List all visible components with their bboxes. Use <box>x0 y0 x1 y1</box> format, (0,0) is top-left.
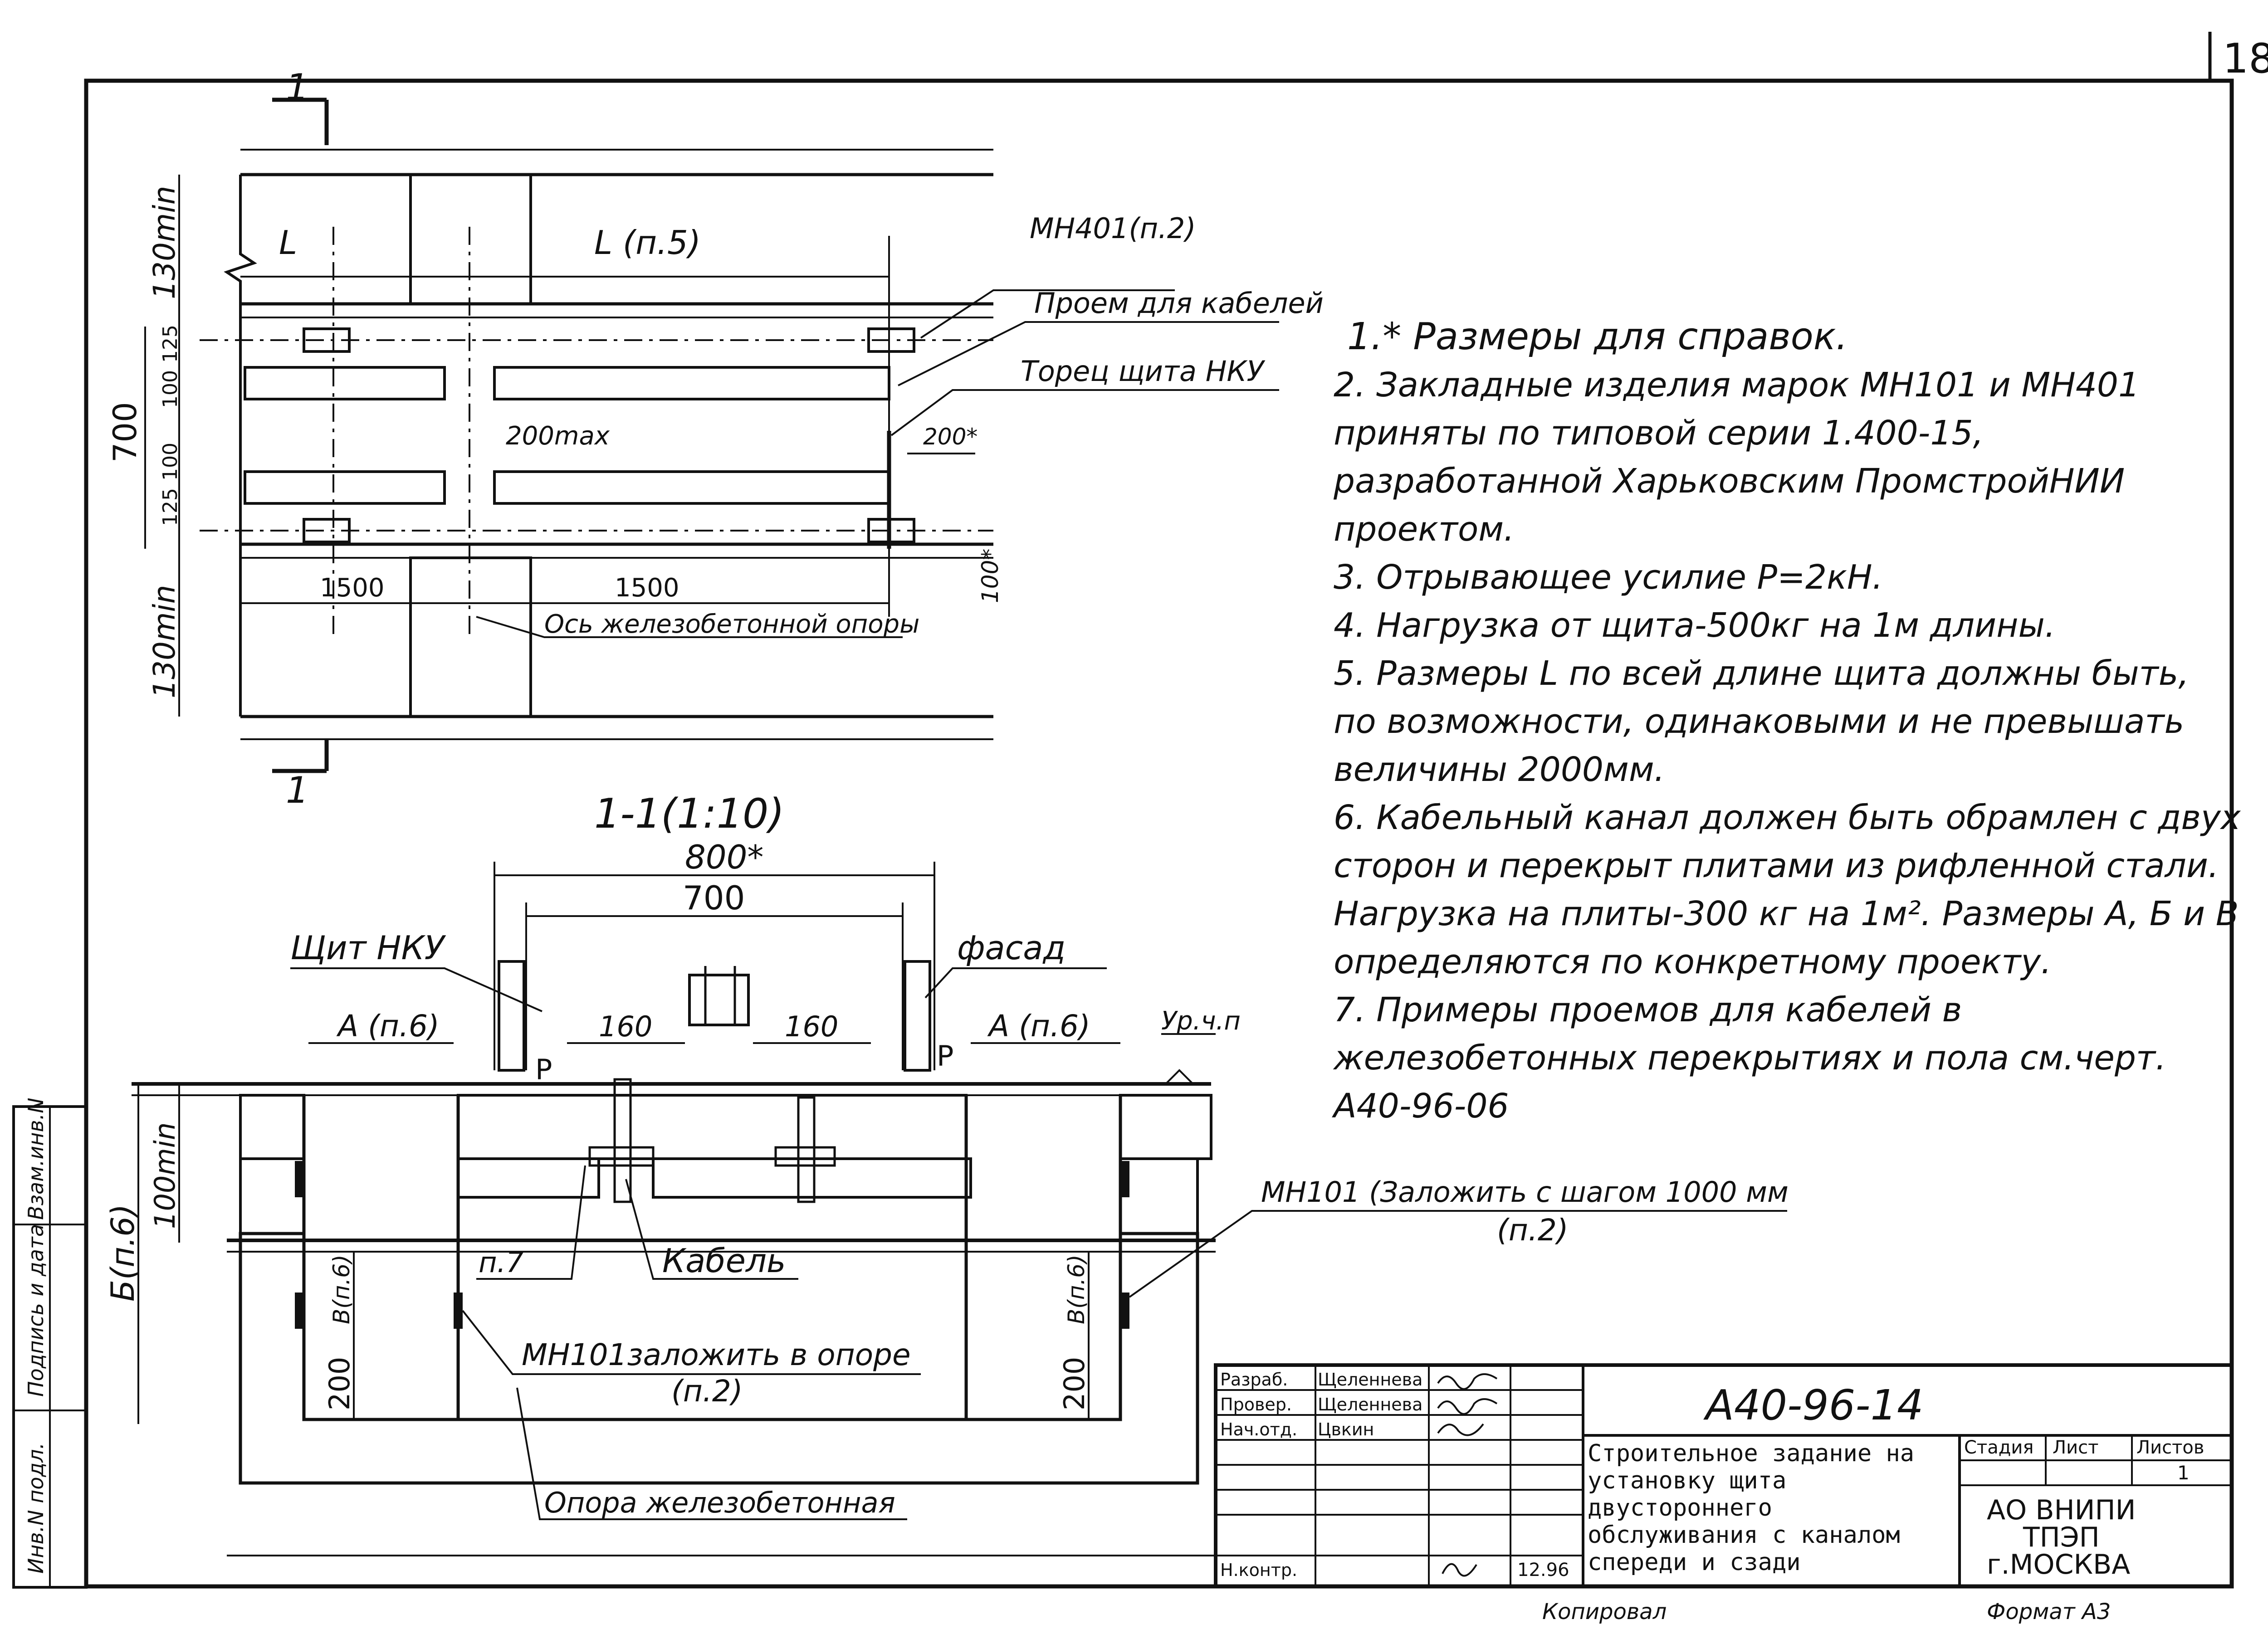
sheet-frame <box>84 78 2234 1589</box>
col-sheet: Лист <box>2053 1437 2098 1458</box>
signature-developer <box>1437 1373 1498 1390</box>
plan-dim-125b: 125 <box>159 488 182 526</box>
signature-head <box>1437 1423 1484 1436</box>
name-head: Цвкин <box>1318 1419 1374 1439</box>
note-4: 4. Нагрузка от щита-500кг на 1м длины. <box>1334 606 2056 645</box>
org-line-2: ТПЭП <box>2023 1522 2100 1553</box>
role-checker: Провер. <box>1220 1395 1292 1415</box>
section-label-mn101-step-ref: (п.2) <box>1497 1213 1569 1248</box>
role-developer: Разраб. <box>1220 1370 1288 1390</box>
name-developer: Щеленнева <box>1318 1370 1422 1390</box>
section-dim-160-left: 160 <box>599 1010 652 1043</box>
side-stamp: Взам.инв.N Подпись и дата Инв.N подл. <box>12 1097 88 1589</box>
note-1: 1.* Размеры для справок. <box>1347 315 1848 358</box>
section-label-p-right: P <box>937 1039 953 1073</box>
section-title: 1-1(1:10) <box>594 790 784 838</box>
section-label-mn101-support: МН101заложить в опоре <box>522 1337 911 1372</box>
org-line-3: г.МОСКВА <box>1987 1549 2130 1580</box>
signature-norm <box>1442 1563 1477 1577</box>
plan-label-100star: 100* <box>977 549 1003 603</box>
role-head: Нач.отд. <box>1220 1419 1297 1439</box>
section-dim-200-left: 200 <box>323 1357 356 1410</box>
sheet-number: 18 <box>2223 35 2268 83</box>
side-stamp-sign-date: Подпись и дата <box>24 1224 48 1397</box>
plan-dim-1500-right: 1500 <box>615 573 679 603</box>
plan-label-L-p5: L (п.5) <box>594 224 701 262</box>
plan-dim-1500-left: 1500 <box>320 573 385 603</box>
section-label-a-right: А (п.6) <box>987 1009 1090 1044</box>
plan-dim-100a: 100 <box>159 370 182 408</box>
title-code: А40-96-14 <box>1703 1381 1924 1429</box>
section-label-level: Ур.ч.п <box>1161 1006 1241 1036</box>
plan-label-mn401: МН401(п.2) <box>1030 212 1196 245</box>
section-label-concrete-support: Опора железобетонная <box>544 1486 895 1519</box>
plan-dim-130min-top: 130min <box>147 186 182 299</box>
section-label-v-left: В(п.6) <box>328 1254 355 1324</box>
section-dim-200-right: 200 <box>1058 1357 1091 1410</box>
plan-label-cable-opening: Проем для кабелей <box>1034 287 1324 320</box>
note-2: 2. Закладные изделия марок МН101 и МН401… <box>1334 366 2140 549</box>
section-label-p-left: P <box>535 1053 552 1086</box>
section-label-b-p6: Б(п.6) <box>104 1204 142 1302</box>
col-sheets: Листов <box>2136 1437 2204 1458</box>
plan-label-support-axis: Ось железобетонной опоры <box>544 610 919 639</box>
name-checker: Щеленнева <box>1318 1395 1422 1415</box>
role-norm-control: Н.контр. <box>1220 1560 1297 1580</box>
section-label-cable: Кабель <box>662 1242 786 1280</box>
col-stage: Стадия <box>1964 1437 2033 1458</box>
section-label-mn101-support-ref: (п.2) <box>671 1374 743 1409</box>
plan-label-L: L <box>279 224 297 262</box>
note-5: 5. Размеры L по всей длине щита должны б… <box>1334 654 2189 789</box>
section-label-mn101-step: МН101 (Заложить с шагом 1000 мм <box>1261 1176 1789 1209</box>
section-label-facade: фасад <box>957 929 1066 967</box>
title-description: Строительное задание на установку щита д… <box>1588 1440 1915 1576</box>
copied-label: Копировал <box>1542 1599 1667 1624</box>
section-view: 1-1(1:10) 800* 700 <box>104 790 1789 1556</box>
side-stamp-replace-inv: Взам.инв.N <box>24 1097 48 1220</box>
title-date: 12.96 <box>1517 1560 1569 1580</box>
section-marker-bottom: 1 <box>286 769 309 811</box>
section-dim-800star: 800* <box>685 838 763 876</box>
plan-label-panel-end: Торец щита НКУ <box>1021 355 1266 388</box>
section-label-v-right: В(п.6) <box>1063 1254 1090 1324</box>
section-label-p7: п.7 <box>479 1246 524 1279</box>
plan-dim-100b: 100 <box>159 443 182 481</box>
format-label: Формат А3 <box>1987 1599 2111 1624</box>
plan-dim-125a: 125 <box>159 325 182 363</box>
section-label-panel: Щит НКУ <box>290 929 446 967</box>
plan-view: 1 1 130min 130min 700 125 100 100 125 L … <box>107 66 1324 811</box>
title-block: А40-96-14 Разраб. Провер. Нач.отд. Н.кон… <box>1214 1363 2234 1624</box>
side-stamp-inv-orig: Инв.N подл. <box>24 1443 48 1574</box>
section-marker-top: 1 <box>286 66 309 108</box>
section-label-a-left: А (п.6) <box>336 1009 440 1044</box>
org-line-1: АО ВНИПИ <box>1987 1494 2136 1526</box>
sheets-value: 1 <box>2177 1462 2190 1484</box>
note-3: 3. Отрывающее усилие P=2кН. <box>1334 558 1883 597</box>
note-6: 6. Кабельный канал должен быть обрамлен … <box>1334 798 2241 981</box>
plan-dim-130min-bottom: 130min <box>147 585 182 698</box>
plan-dim-700: 700 <box>107 402 144 463</box>
section-label-100min: 100min <box>148 1122 181 1229</box>
plan-label-200star: 200* <box>923 424 978 450</box>
note-7: 7. Примеры проемов для кабелей в железоб… <box>1334 990 2166 1126</box>
signature-checker <box>1437 1398 1498 1415</box>
section-dim-160-right: 160 <box>785 1010 838 1043</box>
notes-block: 1.* Размеры для справок. 2. Закладные из… <box>1284 313 2241 1130</box>
section-dim-700: 700 <box>683 879 745 917</box>
plan-label-200max: 200max <box>506 421 610 451</box>
